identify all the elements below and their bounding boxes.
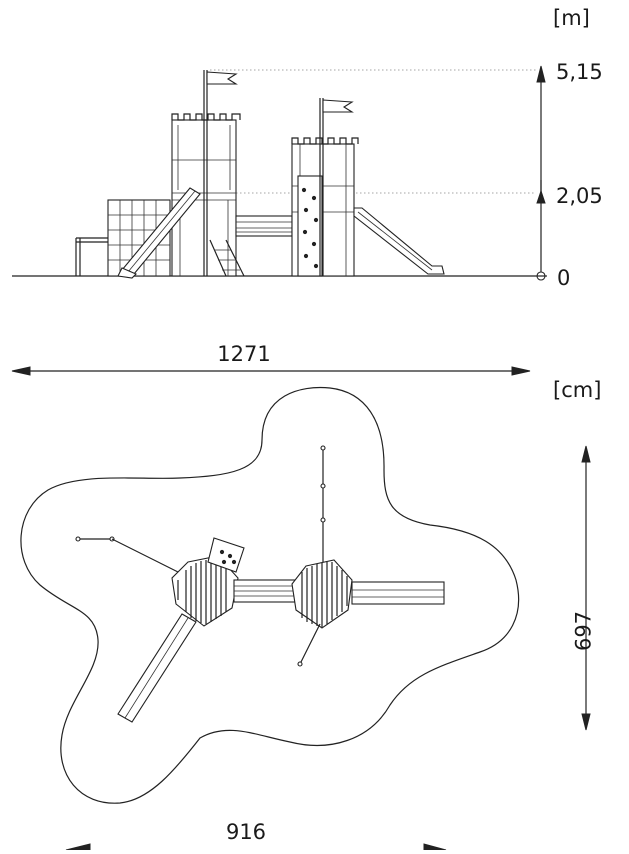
elevation-view [12,65,547,281]
plan-view [20,386,520,804]
elevation-width-label: 1271 [217,342,271,366]
right-slide [353,207,445,275]
climbing-wall-plan [207,537,245,573]
right-hexagonal-tower [291,559,353,629]
max-height-label: 5,15 [556,60,603,84]
left-slide-plan [117,613,197,723]
ground-level-label: 0 [557,266,571,290]
right-slide-plan [351,581,445,605]
vertical-rope [320,445,326,562]
left-flag [203,70,238,276]
left-slide [117,187,201,279]
plan-depth-label: 697 [571,610,596,652]
left-hexagonal-tower [171,555,239,627]
plan-width-label: 916 [225,820,267,844]
bridge-plan [233,579,297,603]
plan-depth-dimension [581,445,591,731]
left-tower [171,113,241,277]
elevation-width-dimension [11,366,531,376]
right-flag [319,98,354,276]
platform-height-label: 2,05 [556,184,603,208]
ladder [209,239,245,277]
pole-line [297,623,321,667]
plan-width-dimension [65,843,447,851]
rope-walk [75,536,179,573]
climbing-wall [297,175,323,277]
swing-frame [75,237,110,276]
bridge [235,215,293,237]
elevation-unit-label: [m] [553,6,590,30]
plan-unit-label: [cm] [553,378,602,402]
safety-zone-outline [20,386,520,804]
height-dimension [536,65,547,281]
